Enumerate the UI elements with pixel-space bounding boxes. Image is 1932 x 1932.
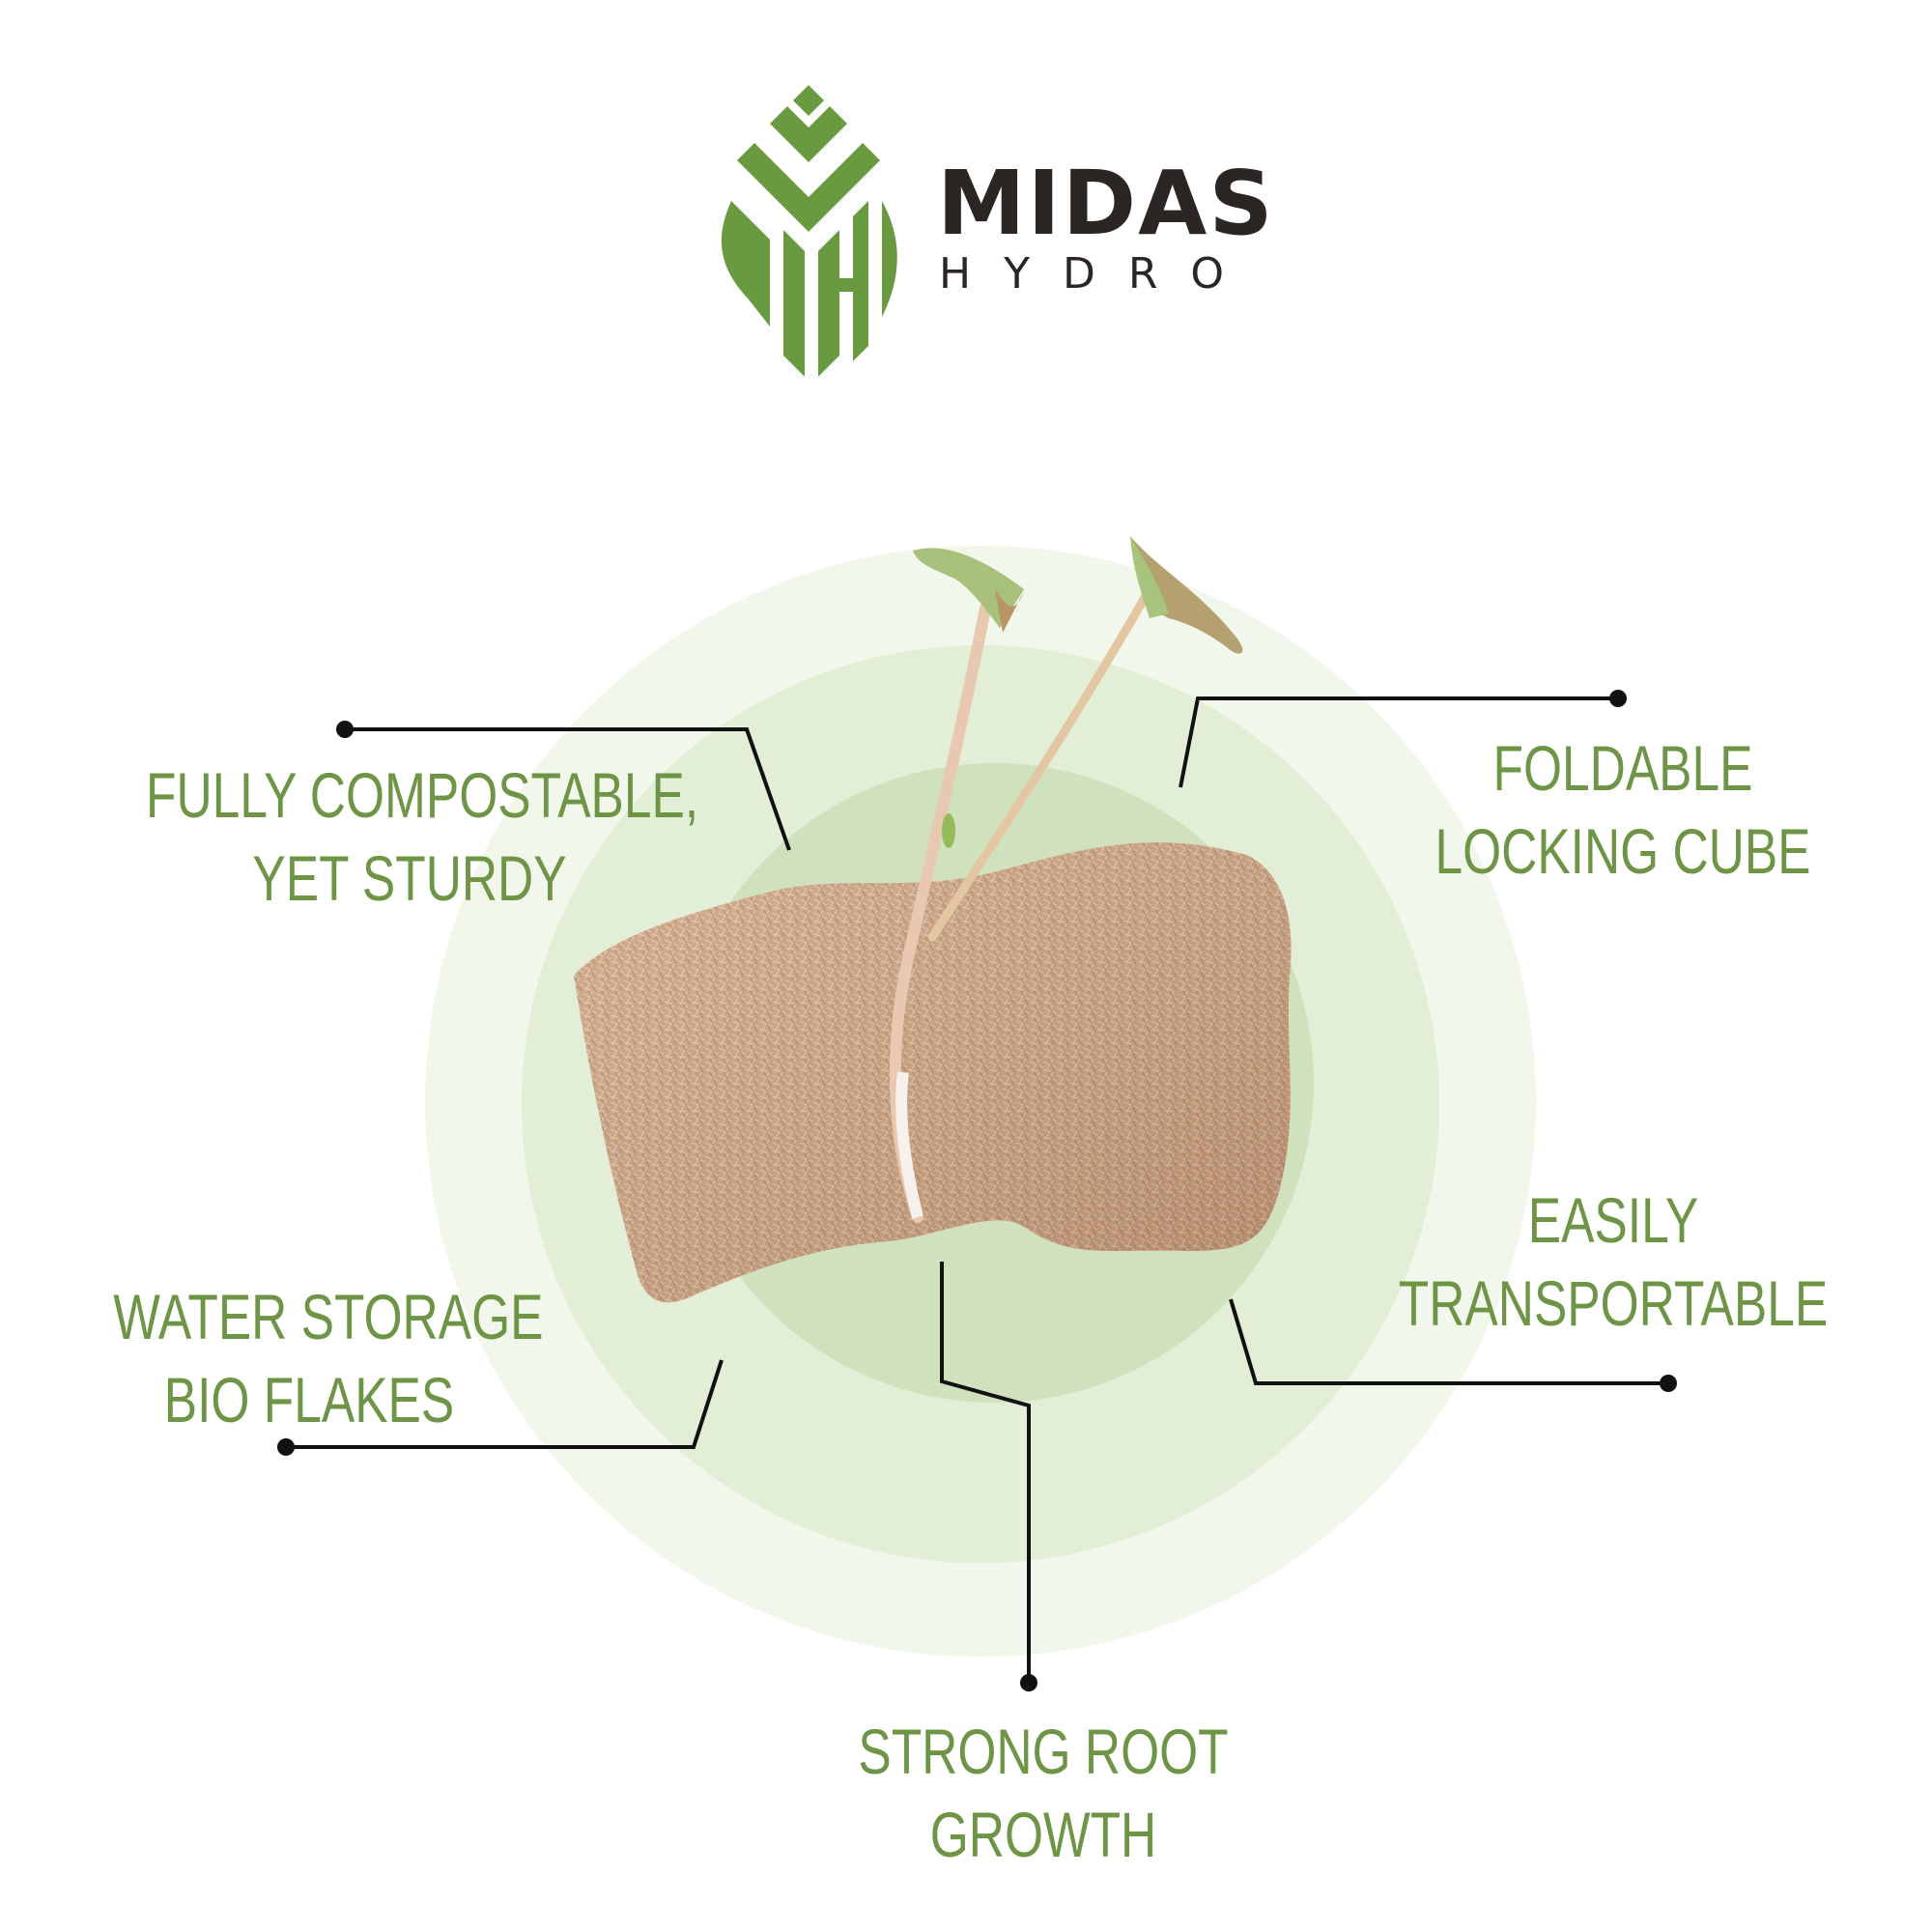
callout-transport-line2: TRANSPORTABLE	[1398, 1267, 1829, 1339]
callout-foldable: FOLDABLE LOCKING CUBE	[1412, 726, 1834, 893]
callout-compostable-line1: FULLY COMPOSTABLE,	[146, 759, 699, 831]
callout-root-line2: GROWTH	[929, 1799, 1157, 1870]
callout-root-line1: STRONG ROOT	[858, 1716, 1229, 1787]
callout-water: WATER STORAGE BIO FLAKES	[113, 1275, 544, 1441]
callout-compostable-line2: YET STURDY	[252, 842, 567, 914]
transport-dot	[1660, 1375, 1677, 1392]
callout-water-line1: WATER STORAGE	[113, 1281, 544, 1352]
brand-name: MIDAS	[937, 152, 1275, 255]
callout-root: STRONG ROOT GROWTH	[817, 1710, 1269, 1876]
callout-foldable-line1: FOLDABLE	[1492, 732, 1753, 804]
foldable-dot	[1609, 690, 1627, 707]
midas-hydro-logo-icon	[710, 85, 908, 380]
brand-subtitle: HYDRO	[939, 249, 1258, 298]
callout-water-line2: BIO FLAKES	[163, 1364, 455, 1435]
callout-transport-line1: EASILY	[1527, 1184, 1699, 1256]
product-image	[570, 531, 1304, 1314]
callout-transport: EASILY TRANSPORTABLE	[1379, 1179, 1847, 1345]
callout-compostable: FULLY COMPOSTABLE, YET STURDY	[146, 753, 699, 920]
root-dot	[1020, 1674, 1037, 1691]
callout-foldable-line2: LOCKING CUBE	[1435, 815, 1811, 887]
compostable-dot	[336, 721, 354, 738]
